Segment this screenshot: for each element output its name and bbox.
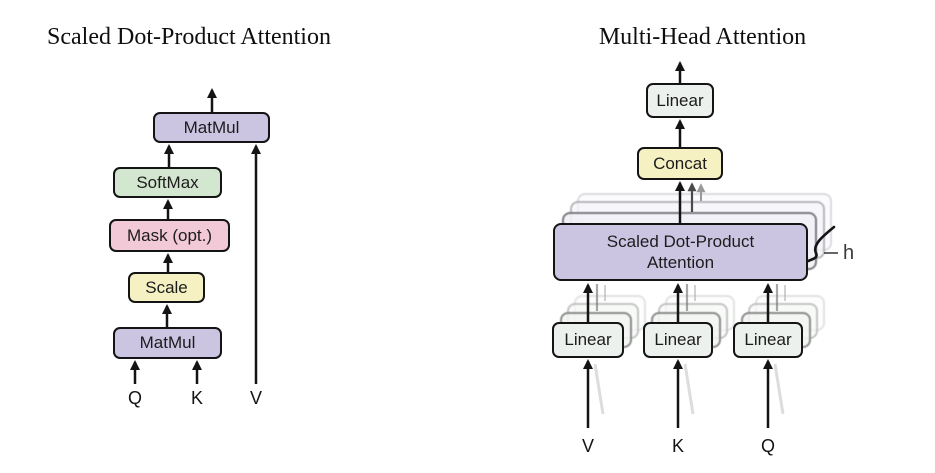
scale-box: Scale	[128, 272, 205, 303]
matmul-bottom-box: MatMul	[113, 327, 222, 359]
arrow-v-input-shadow	[593, 363, 605, 415]
v-input-label: V	[249, 388, 263, 408]
matmul-top-box: MatMul	[153, 112, 270, 143]
q-input-label: Q	[127, 388, 143, 408]
linear-output-box: Linear	[646, 83, 714, 118]
concat-box: Concat	[637, 147, 723, 180]
linear-q-box: Linear	[733, 322, 803, 358]
k-input-label-right: K	[671, 436, 685, 456]
q-input-label-right: Q	[760, 436, 776, 456]
heads-count-label: h	[843, 242, 855, 264]
arrow-k-input-shadow	[683, 363, 695, 415]
right-diagram-title: Multi-Head Attention	[598, 24, 807, 50]
k-input-label: K	[190, 388, 204, 408]
left-diagram-title: Scaled Dot-Product Attention	[47, 24, 331, 50]
linear-k-box: Linear	[643, 322, 713, 358]
softmax-box: SoftMax	[113, 167, 222, 198]
linear-v-box: Linear	[552, 322, 624, 358]
v-input-label-right: V	[581, 436, 595, 456]
scaled-dot-product-attention-box: Scaled Dot-Product Attention	[553, 223, 808, 281]
arrow-q-input-shadow	[773, 363, 785, 415]
mask-box: Mask (opt.)	[109, 219, 230, 252]
